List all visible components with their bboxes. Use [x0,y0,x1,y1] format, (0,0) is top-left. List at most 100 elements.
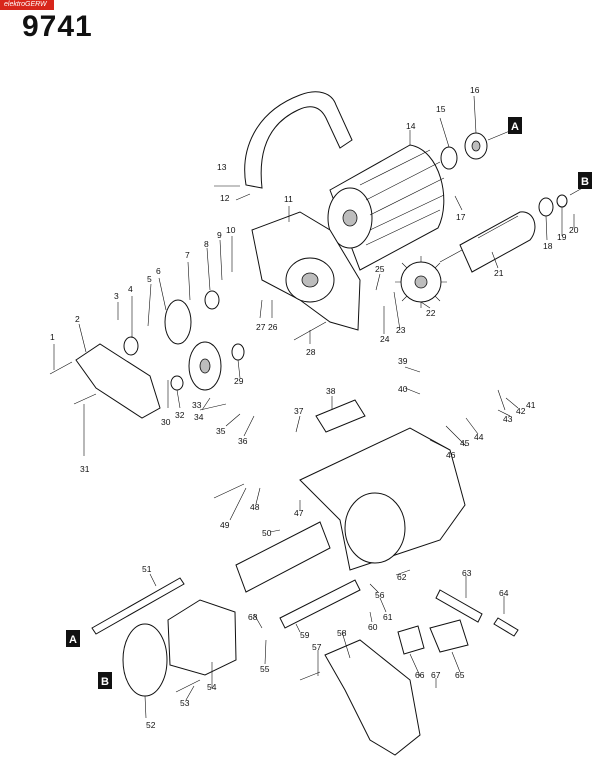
model-number: 9741 [22,10,93,43]
callout-28: 28 [306,347,316,357]
callout-58: 58 [337,628,347,638]
callout-61: 61 [383,612,393,622]
callout-38: 38 [326,386,336,396]
switch-part [429,619,469,653]
callout-56: 56 [375,590,385,600]
switch-lever-part [397,625,425,655]
callout-6: 6 [156,266,161,276]
callout-63: 63 [462,568,472,578]
svg-text:A: A [511,121,519,133]
callout-10: 10 [226,225,236,235]
bearing-part [123,336,139,356]
callout-40: 40 [398,384,408,394]
callout-14: 14 [406,121,416,131]
callout-49: 49 [220,520,230,530]
callout-20: 20 [569,225,579,235]
callout-45: 45 [460,438,470,448]
callout-23: 23 [396,325,406,335]
callout-12: 12 [220,193,230,203]
svg-text:B: B [101,676,109,688]
callout-39: 39 [398,356,408,366]
callout-5: 5 [147,274,152,284]
callout-7: 7 [185,250,190,260]
reference-marker-b-lower: B [98,672,112,689]
gear-part [164,299,192,345]
gear-cover-part [75,343,161,419]
callout-31: 31 [80,464,90,474]
callout-36: 36 [238,436,248,446]
reference-marker-a: A [508,117,522,134]
callout-18: 18 [543,241,553,251]
callout-59: 59 [300,630,310,640]
callout-65: 65 [455,670,465,680]
callout-54: 54 [207,682,217,692]
fan-part [395,256,447,308]
callout-43: 43 [503,414,513,424]
callout-22: 22 [426,308,436,318]
cord-guard-part [435,589,483,623]
callout-60: 60 [368,622,378,632]
callout-50: 50 [262,528,272,538]
bearing-part [204,290,220,310]
callout-57: 57 [312,642,322,652]
label-plate-part [315,399,366,433]
drum-part [327,144,445,271]
field-part [167,599,237,676]
name-plate-part [235,521,331,593]
callout-64: 64 [499,588,509,598]
reference-marker-a-lower: A [66,630,80,647]
callout-67: 67 [431,670,441,680]
bearing-part [231,343,245,361]
callout-2: 2 [75,314,80,324]
svg-text:A: A [69,634,77,646]
bearing-part [170,375,184,391]
callout-46: 46 [446,450,456,460]
callout-34: 34 [194,412,204,422]
rear-handle-part [324,639,421,756]
brand-logo: elektroGERW [0,0,54,10]
callout-4: 4 [128,284,133,294]
svg-text:B: B [581,176,589,188]
callout-30: 30 [161,417,171,427]
ring-part [122,623,168,697]
reference-marker-b: B [578,172,592,189]
handle-part [244,91,353,189]
callout-3: 3 [114,291,119,301]
callout-53: 53 [180,698,190,708]
callout-24: 24 [380,334,390,344]
callout-44: 44 [474,432,484,442]
callout-62: 62 [397,572,407,582]
callout-32: 32 [175,410,185,420]
callout-33: 33 [192,400,202,410]
callout-1: 1 [50,332,55,342]
armature-part [439,194,568,273]
callout-66: 66 [415,670,425,680]
bearing-part [440,146,458,170]
callout-41: 41 [526,400,536,410]
callout-9: 9 [217,230,222,240]
callout-42: 42 [516,406,526,416]
callout-8: 8 [204,239,209,249]
callout-26: 26 [268,322,278,332]
callout-16: 16 [470,85,480,95]
callout-37: 37 [294,406,304,416]
callout-27: 27 [256,322,266,332]
callout-48: 48 [250,502,260,512]
callout-15: 15 [436,104,446,114]
callout-52: 52 [146,720,156,730]
callout-47: 47 [294,508,304,518]
callout-35: 35 [216,426,226,436]
callout-29: 29 [234,376,244,386]
cord-part [493,617,519,637]
callout-68: 68 [248,612,258,622]
callout-55: 55 [260,664,270,674]
callout-11: 11 [284,194,293,204]
callout-21: 21 [494,268,504,278]
callout-17: 17 [456,212,466,222]
callout-51: 51 [142,564,152,574]
callout-25: 25 [375,264,385,274]
shaft-part [91,577,185,635]
rod-part [279,579,361,629]
